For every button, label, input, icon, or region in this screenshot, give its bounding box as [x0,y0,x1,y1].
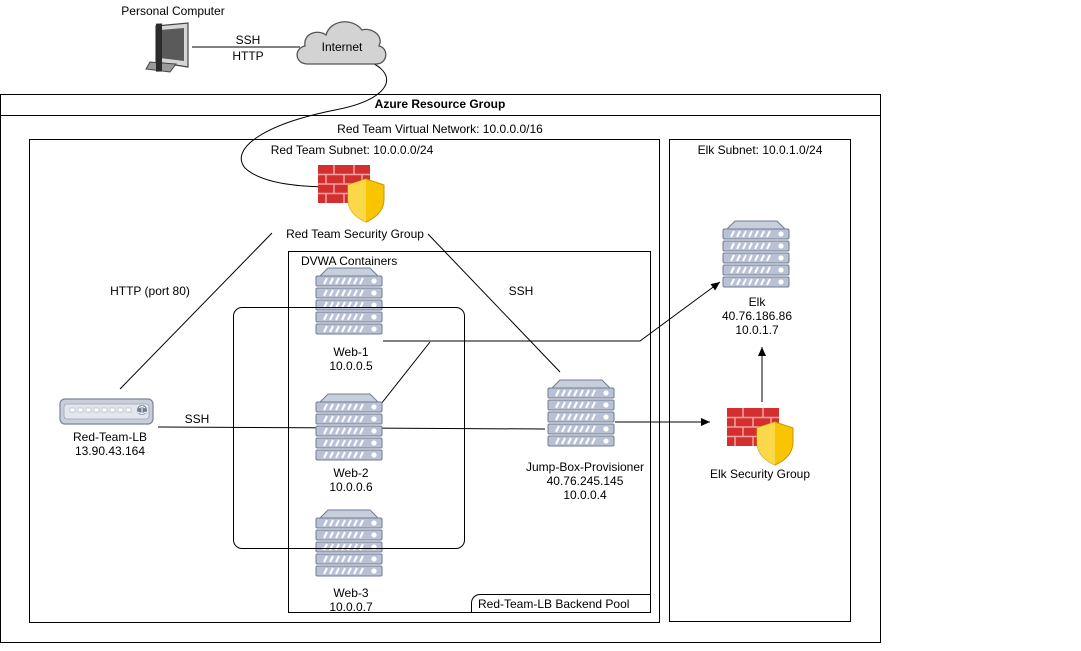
http-port-80-label: HTTP (port 80) [110,284,190,298]
web1-name: Web-1 [333,345,369,359]
jumpbox-ip: 10.0.0.4 [563,488,607,502]
elk-subnet-title: Elk Subnet: 10.0.1.0/24 [697,143,823,157]
link-web2-web1 [380,341,431,405]
red-subnet-title: Red Team Subnet: 10.0.0.0/24 [270,143,434,157]
resource-group-title-bar [0,94,881,116]
backend-pool-tag [471,594,651,613]
link-lb-nsg [119,232,273,390]
internet-label: Internet [321,40,363,54]
lb-ip: 13.90.43.164 [74,444,146,458]
cloud-icon [296,21,387,65]
dvwa-containers-title: DVWA Containers [301,254,398,268]
lb-name: Red-Team-LB [72,430,148,444]
elk-subnet-box [669,139,851,622]
jumpbox-public-ip: 40.76.245.145 [546,474,624,488]
http-protocol-label: HTTP [232,49,264,63]
link-internet-nsg [240,61,388,188]
red-security-group-label: Red Team Security Group [286,227,424,241]
ssh-jumpbox-label: SSH [508,284,534,298]
red-subnet-box [29,139,660,623]
ssh-lb-label: SSH [184,412,210,426]
backend-pool-label: Red-Team-LB Backend Pool [478,597,630,611]
resource-group-title: Azure Resource Group [374,97,506,111]
vnet-title: Red Team Virtual Network: 10.0.0.0/16 [337,122,543,136]
web1-ip: 10.0.0.5 [329,359,373,373]
link-web1-elk [383,281,721,342]
link-nsg-jumpbox [427,233,561,373]
web3-ip: 10.0.0.7 [329,600,373,614]
ssh-protocol-label: SSH [235,33,261,47]
elk-name: Elk [748,295,766,309]
web3-name: Web-3 [333,586,369,600]
web2-name: Web-2 [333,466,369,480]
personal-computer-label: Personal Computer [121,4,225,18]
backend-pool-box [233,307,465,549]
elk-ip: 10.0.1.7 [735,323,779,337]
load-balancer-icon [59,398,154,425]
resource-group-box [0,94,881,643]
elk-security-group-label: Elk Security Group [709,467,811,481]
desktop-computer-icon [145,22,189,73]
jumpbox-name: Jump-Box-Provisioner [525,460,645,474]
dvwa-containers-box [288,251,651,613]
web2-ip: 10.0.0.6 [329,480,373,494]
elk-public-ip: 40.76.186.86 [721,309,793,323]
